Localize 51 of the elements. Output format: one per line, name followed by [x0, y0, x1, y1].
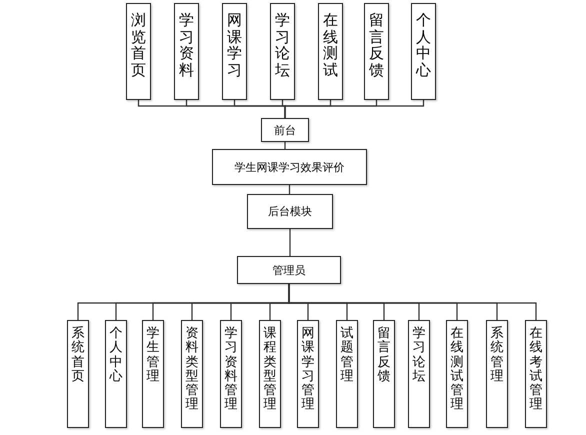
module-label: 留言反馈	[369, 12, 384, 78]
module-label: 浏览首页	[131, 12, 146, 78]
module-box	[222, 3, 247, 100]
module-label: 留言反馈	[378, 327, 390, 384]
module-box	[318, 3, 343, 100]
module-box	[486, 320, 508, 428]
module-label: 系统管理	[490, 327, 504, 384]
module-label: 学习论坛	[275, 12, 290, 78]
module-box	[67, 320, 89, 428]
module-label: 课程类型管理	[264, 327, 276, 413]
module-label: 学习资料管理	[224, 327, 238, 413]
module-box	[364, 3, 389, 100]
module-box	[446, 320, 468, 428]
module-label: 学生管理	[146, 327, 160, 384]
module-box	[220, 320, 242, 428]
module-label: 管理员	[272, 262, 306, 278]
module-label: 网课学习管理	[302, 327, 314, 413]
connector-line	[284, 100, 424, 118]
module-label: 前台	[274, 122, 296, 138]
module-box	[142, 320, 164, 428]
module-box	[212, 149, 367, 185]
module-box	[297, 320, 319, 428]
connector-line	[288, 284, 537, 320]
module-label: 后台模块	[268, 204, 312, 219]
module-box	[174, 3, 199, 100]
module-label: 系统首页	[72, 327, 84, 384]
module-box	[336, 320, 358, 428]
module-label: 学习论坛	[412, 327, 426, 384]
module-box	[373, 320, 395, 428]
module-box	[525, 320, 547, 428]
module-label: 在线测试	[323, 12, 338, 78]
module-box	[237, 256, 341, 284]
module-label: 个人中心	[416, 12, 431, 78]
module-box	[247, 194, 333, 229]
module-box	[261, 118, 309, 142]
module-label: 学生网课学习效果评价	[234, 160, 344, 174]
module-label: 在线测试管理	[450, 327, 464, 413]
module-box	[126, 3, 151, 100]
module-box	[408, 320, 430, 428]
module-label: 资料类型管理	[186, 327, 198, 413]
module-label: 网课学习	[227, 12, 242, 78]
module-label: 试题管理	[340, 327, 354, 384]
connector-line	[289, 229, 291, 256]
module-box	[411, 3, 436, 100]
module-label: 在线考试管理	[530, 327, 542, 413]
module-box	[105, 320, 127, 428]
module-box	[259, 320, 281, 428]
module-box	[181, 320, 203, 428]
module-label: 个人中心	[110, 327, 122, 384]
module-box	[270, 3, 295, 100]
module-label: 学习资料	[179, 12, 194, 78]
